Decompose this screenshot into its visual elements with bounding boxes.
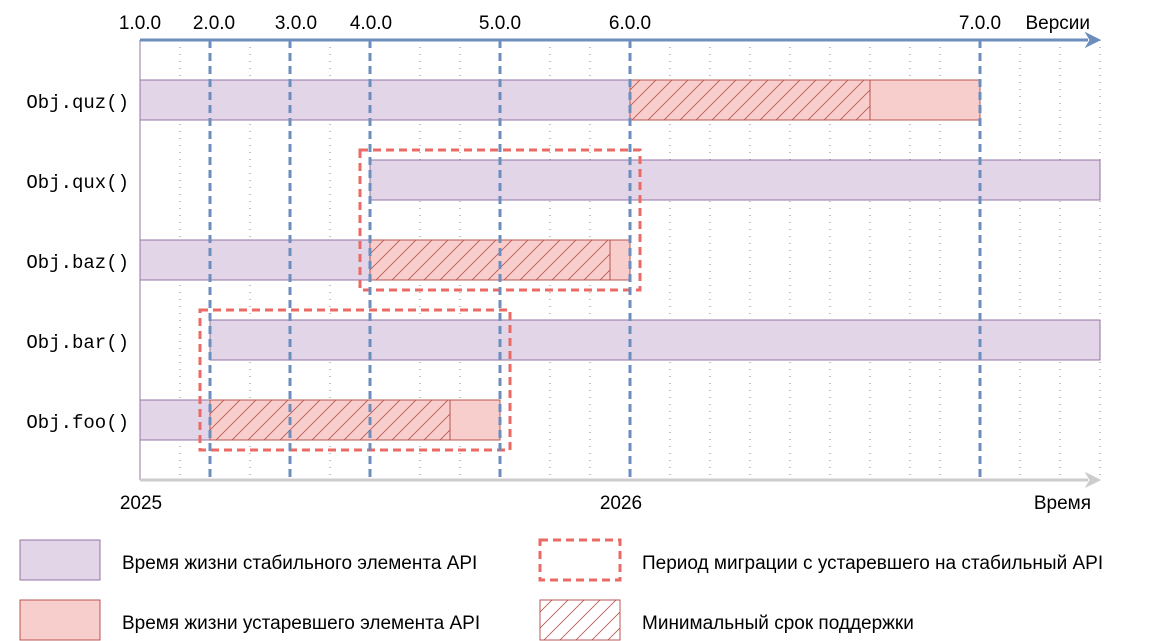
row-label-foo: Obj.foo() xyxy=(26,412,129,434)
row-bar-bars xyxy=(209,319,1101,361)
version-lines xyxy=(208,40,982,480)
baz-stable-bar xyxy=(139,239,371,281)
version-label-6: 6.0.0 xyxy=(609,13,651,34)
legend-migration-swatch xyxy=(538,538,622,582)
row-baz-bars xyxy=(139,239,631,281)
legend-deprecated-label: Время жизни устаревшего элемента API xyxy=(122,613,480,634)
version-label-7: 7.0.0 xyxy=(959,13,1001,34)
version-label-5: 5.0.0 xyxy=(479,13,521,34)
row-label-qux: Obj.qux() xyxy=(26,172,129,194)
version-label-4: 4.0.0 xyxy=(350,13,392,34)
row-quz-bars xyxy=(139,79,981,121)
foo-stable-bar xyxy=(139,399,211,441)
legend-support-swatch xyxy=(539,599,621,641)
row-foo-bars xyxy=(139,399,501,441)
version-axis xyxy=(140,31,1102,49)
year-label-2026: 2026 xyxy=(600,493,642,514)
version-axis-arrowhead xyxy=(1084,31,1102,49)
version-axis-label: Версии xyxy=(1025,13,1090,34)
legend-stable-label: Время жизни стабильного элемента API xyxy=(122,553,477,574)
legend-support-label: Минимальный срок поддержки xyxy=(642,613,914,634)
version-label-3: 3.0.0 xyxy=(275,13,317,34)
row-qux-bars xyxy=(369,159,1101,201)
version-labels: 1.0.0 2.0.0 3.0.0 4.0.0 5.0.0 6.0.0 7.0.… xyxy=(119,13,1090,34)
quz-stable-bar xyxy=(139,79,631,121)
legend: Время жизни стабильного элемента API Вре… xyxy=(19,538,1103,641)
year-label-2025: 2025 xyxy=(120,493,162,514)
row-label-bar: Obj.bar() xyxy=(26,332,129,354)
migration-box-foo-bar xyxy=(198,308,512,452)
qux-stable-bar xyxy=(369,159,1101,201)
time-axis xyxy=(140,471,1102,489)
legend-migration-label: Период миграции с устаревшего на стабиль… xyxy=(642,553,1103,574)
version-label-1: 1.0.0 xyxy=(119,13,161,34)
time-labels: 2025 2026 Время xyxy=(120,493,1091,514)
version-label-2: 2.0.0 xyxy=(193,13,235,34)
time-axis-arrowhead xyxy=(1084,471,1102,489)
row-label-quz: Obj.quz() xyxy=(26,92,129,114)
row-labels: Obj.quz() Obj.qux() Obj.baz() Obj.bar() … xyxy=(26,92,129,434)
baz-support-hatch xyxy=(369,239,611,281)
quz-support-hatch xyxy=(629,79,871,121)
foo-support-hatch xyxy=(209,399,451,441)
time-axis-label: Время xyxy=(1034,493,1091,514)
row-label-baz: Obj.baz() xyxy=(26,252,129,274)
legend-deprecated-swatch xyxy=(19,599,101,641)
bar-stable-bar xyxy=(209,319,1101,361)
legend-stable-swatch xyxy=(19,539,101,581)
